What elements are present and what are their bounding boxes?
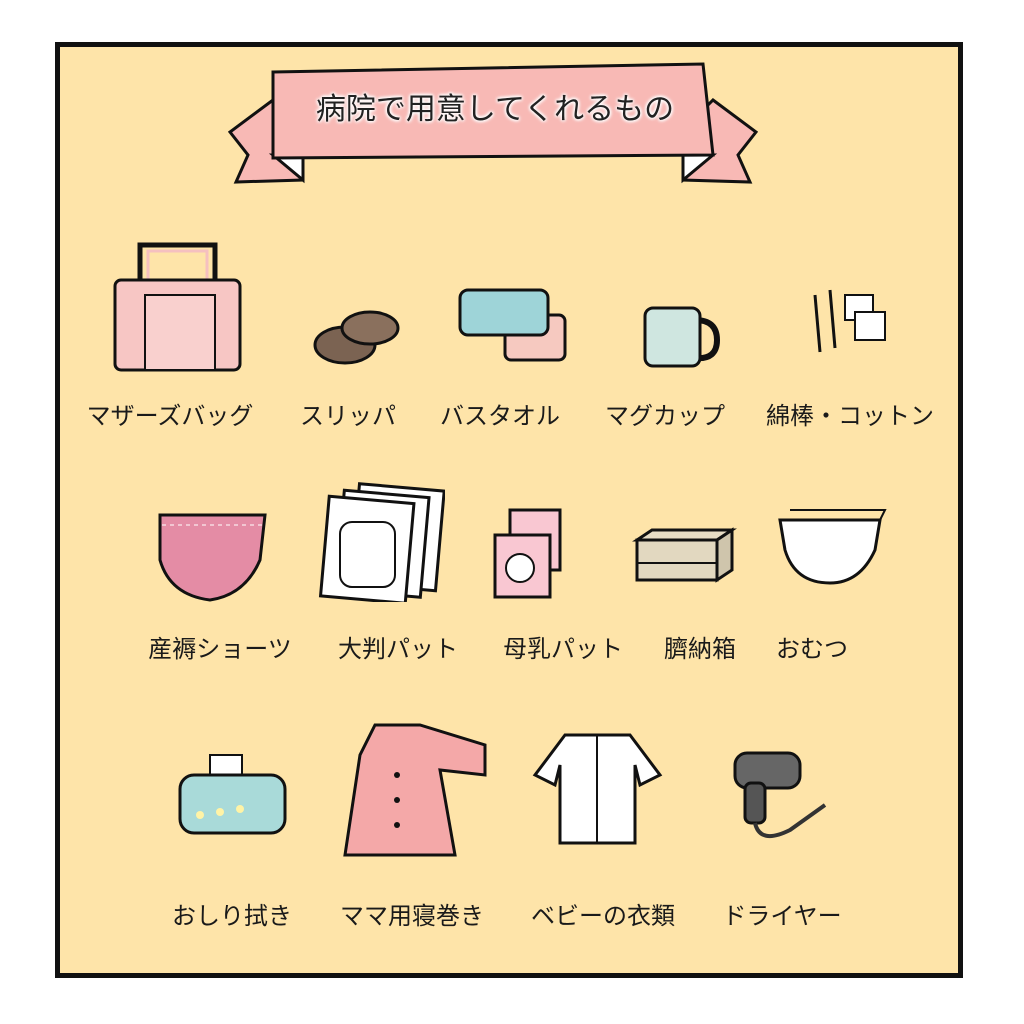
hair-dryer-icon [733,751,827,839]
item-label-hair-dryer: ドライヤー [722,902,842,930]
item-label-nursing-pad: 母乳パット [503,635,623,663]
diaper-icon [778,509,887,585]
item-label-mothers-bag: マザーズバッグ [86,402,254,430]
item-label-wet-wipes: おしり拭き [172,902,292,930]
item-label-postpartum-shorts: 産褥ショーツ [148,635,292,663]
item-label-umbilical-box: 臍納箱 [664,635,736,663]
cotton-swab-icon [813,289,886,353]
mothers-bag-icon [113,242,242,372]
mug-cup-icon [643,306,721,368]
item-label-slippers: スリッパ [300,402,396,430]
item-label-mug-cup: マグカップ [605,402,725,430]
baby-clothes-icon [532,733,663,845]
item-label-diaper: おむつ [776,635,848,663]
slippers-icon [313,310,400,365]
title-ribbon [228,62,758,184]
item-label-bath-towel: バスタオル [440,402,560,430]
umbilical-box-icon [632,527,737,583]
bath-towel-icon [458,288,567,362]
page-title: 病院で用意してくれるもの [315,92,675,127]
item-label-cotton-swab: 綿棒・コットン [766,402,934,430]
item-label-large-pad: 大判パット [338,635,458,663]
large-pad-icon [318,482,445,602]
item-label-baby-clothes: ベビーの衣類 [531,902,675,930]
nursing-pad-icon [493,508,562,599]
item-label-mom-pajamas: ママ用寝巻き [340,902,484,930]
wet-wipes-icon [178,754,287,835]
postpartum-shorts-icon [158,513,267,602]
mom-pajamas-icon [343,723,487,857]
